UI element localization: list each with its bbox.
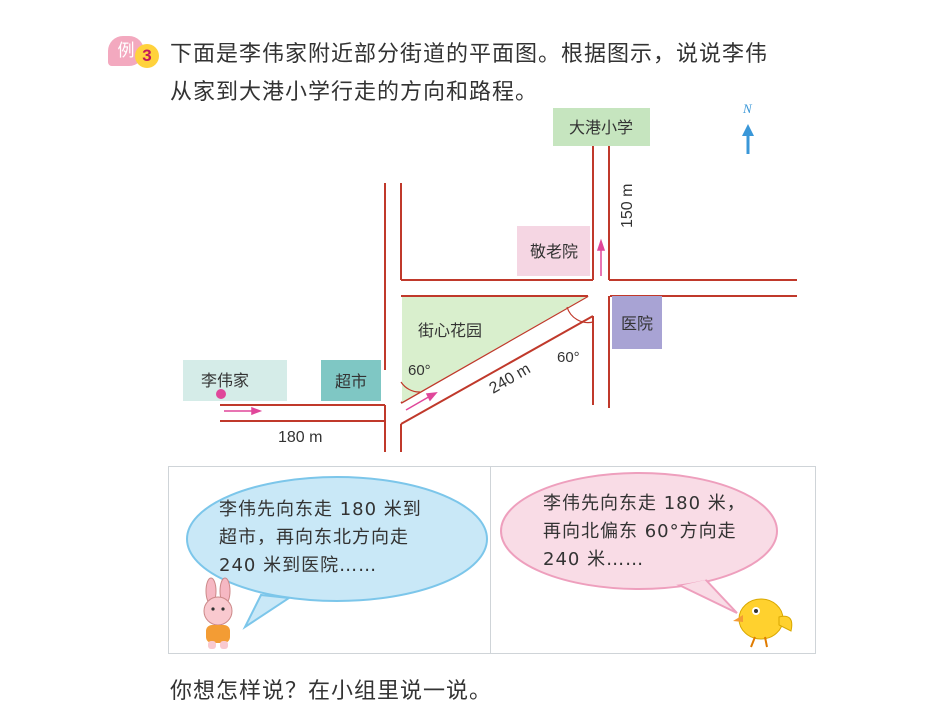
problem-text-line-2: 从家到大港小学行走的方向和路程。: [170, 80, 539, 105]
supermarket-box: [321, 360, 381, 401]
dialog-panel-right: 李伟先向东走 180 米， 再向北偏东 60°方向走 240 米……: [490, 466, 816, 654]
road-line: [400, 295, 589, 404]
diagonal-arrow-head: [425, 392, 438, 402]
angle-arc-supermarket: [400, 381, 421, 393]
discussion-prompt: 你想怎样说？在小组里说一说。: [170, 679, 493, 704]
road-line: [400, 315, 594, 425]
speech-bubble-blue: [186, 476, 488, 630]
supermarket-label: 超市: [335, 372, 367, 391]
example-badge: 例 3: [108, 36, 159, 68]
distance-diagonal: 240 m: [487, 361, 534, 398]
north-arrow-icon: [742, 124, 754, 136]
nursing-home-label: 敬老院: [530, 242, 578, 261]
garden-label: 街心花园: [418, 321, 482, 340]
left-bubble-line-2: 超市，再向东北方向走: [219, 527, 409, 548]
chick-character-icon: [733, 598, 793, 648]
east-arrow-head: [251, 406, 263, 416]
school-box: [553, 108, 650, 146]
route-arrows: [224, 238, 606, 416]
dialog-panel-left: 李伟先向东走 180 米到 超市，再向东北方向走 240 米到医院……: [168, 466, 491, 654]
right-bubble-line-3: 240 米……: [543, 549, 645, 570]
compass-label: N: [742, 101, 753, 116]
angle-label-intersection: 60°: [557, 349, 580, 366]
diagonal-arrow-line: [405, 394, 433, 411]
speech-bubble-pink: [500, 472, 778, 614]
school-label: 大港小学: [569, 118, 633, 137]
nursing-home-box: [517, 226, 590, 276]
hospital-label: 医院: [621, 314, 653, 333]
right-bubble-line-2: 再向北偏东 60°方向走: [543, 521, 737, 542]
example-number: 3: [135, 44, 159, 68]
home-label: 李伟家: [201, 371, 249, 390]
hospital-box: [612, 296, 662, 349]
right-bubble-line-1: 李伟先向东走 180 米，: [543, 493, 746, 514]
garden-area: [402, 297, 586, 402]
street-map: 街心花园 大港小学 敬老院 医院 超市 李伟家 60° 60° 180 m 24…: [183, 101, 797, 452]
left-bubble-line-1: 李伟先向东走 180 米到: [219, 499, 422, 520]
distance-north: 150 m: [619, 184, 636, 228]
angle-label-supermarket: 60°: [408, 362, 431, 379]
problem-text-line-1: 下面是李伟家附近部分街道的平面图。根据图示，说说李伟: [170, 42, 769, 67]
left-bubble-line-3: 240 米到医院……: [219, 555, 378, 576]
rabbit-character-icon: [203, 577, 233, 649]
angle-arc-intersection: [566, 306, 594, 324]
distance-home-supermarket: 180 m: [278, 429, 322, 446]
home-box: [183, 360, 287, 401]
north-arrow-head: [596, 238, 606, 251]
home-marker: [216, 389, 226, 399]
